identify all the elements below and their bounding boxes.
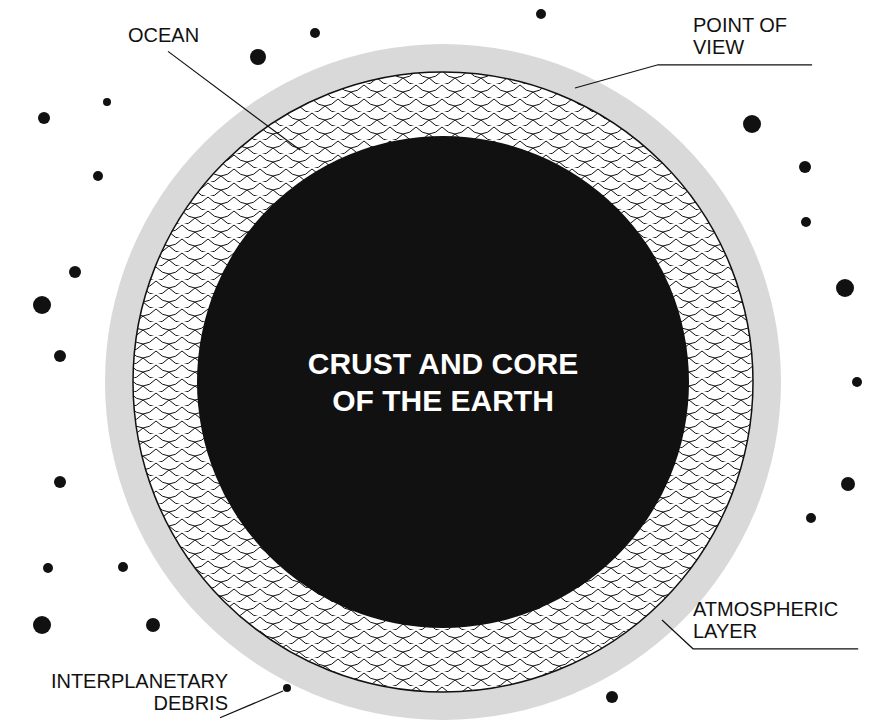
- core-disc: [197, 136, 689, 628]
- leader-line: [575, 65, 812, 88]
- leader-line: [662, 620, 858, 649]
- core-disc-shape: [197, 136, 689, 628]
- atmosphere-label-box: ATMOSPHERIC LAYER: [693, 598, 863, 643]
- atmosphere-label: ATMOSPHERIC LAYER: [693, 598, 863, 643]
- point-of-view-label-box: POINT OF VIEW: [693, 14, 793, 59]
- leader-line: [220, 691, 283, 718]
- atmosphere-ring: [105, 44, 781, 720]
- ocean-label-box: OCEAN: [128, 24, 248, 46]
- debris-dots: [33, 9, 862, 703]
- ocean-label: OCEAN: [128, 24, 248, 46]
- leader-line: [168, 51, 300, 150]
- earth-core-circle: CRUST AND CORE OF THE EARTH: [197, 136, 689, 628]
- debris-label: INTERPLANETARY DEBRIS: [12, 670, 228, 715]
- point-of-view-label: POINT OF VIEW: [693, 14, 793, 59]
- core-title: CRUST AND CORE OF THE EARTH: [298, 345, 588, 420]
- debris-label-box: INTERPLANETARY DEBRIS: [12, 670, 228, 715]
- ocean-ring: [133, 72, 753, 692]
